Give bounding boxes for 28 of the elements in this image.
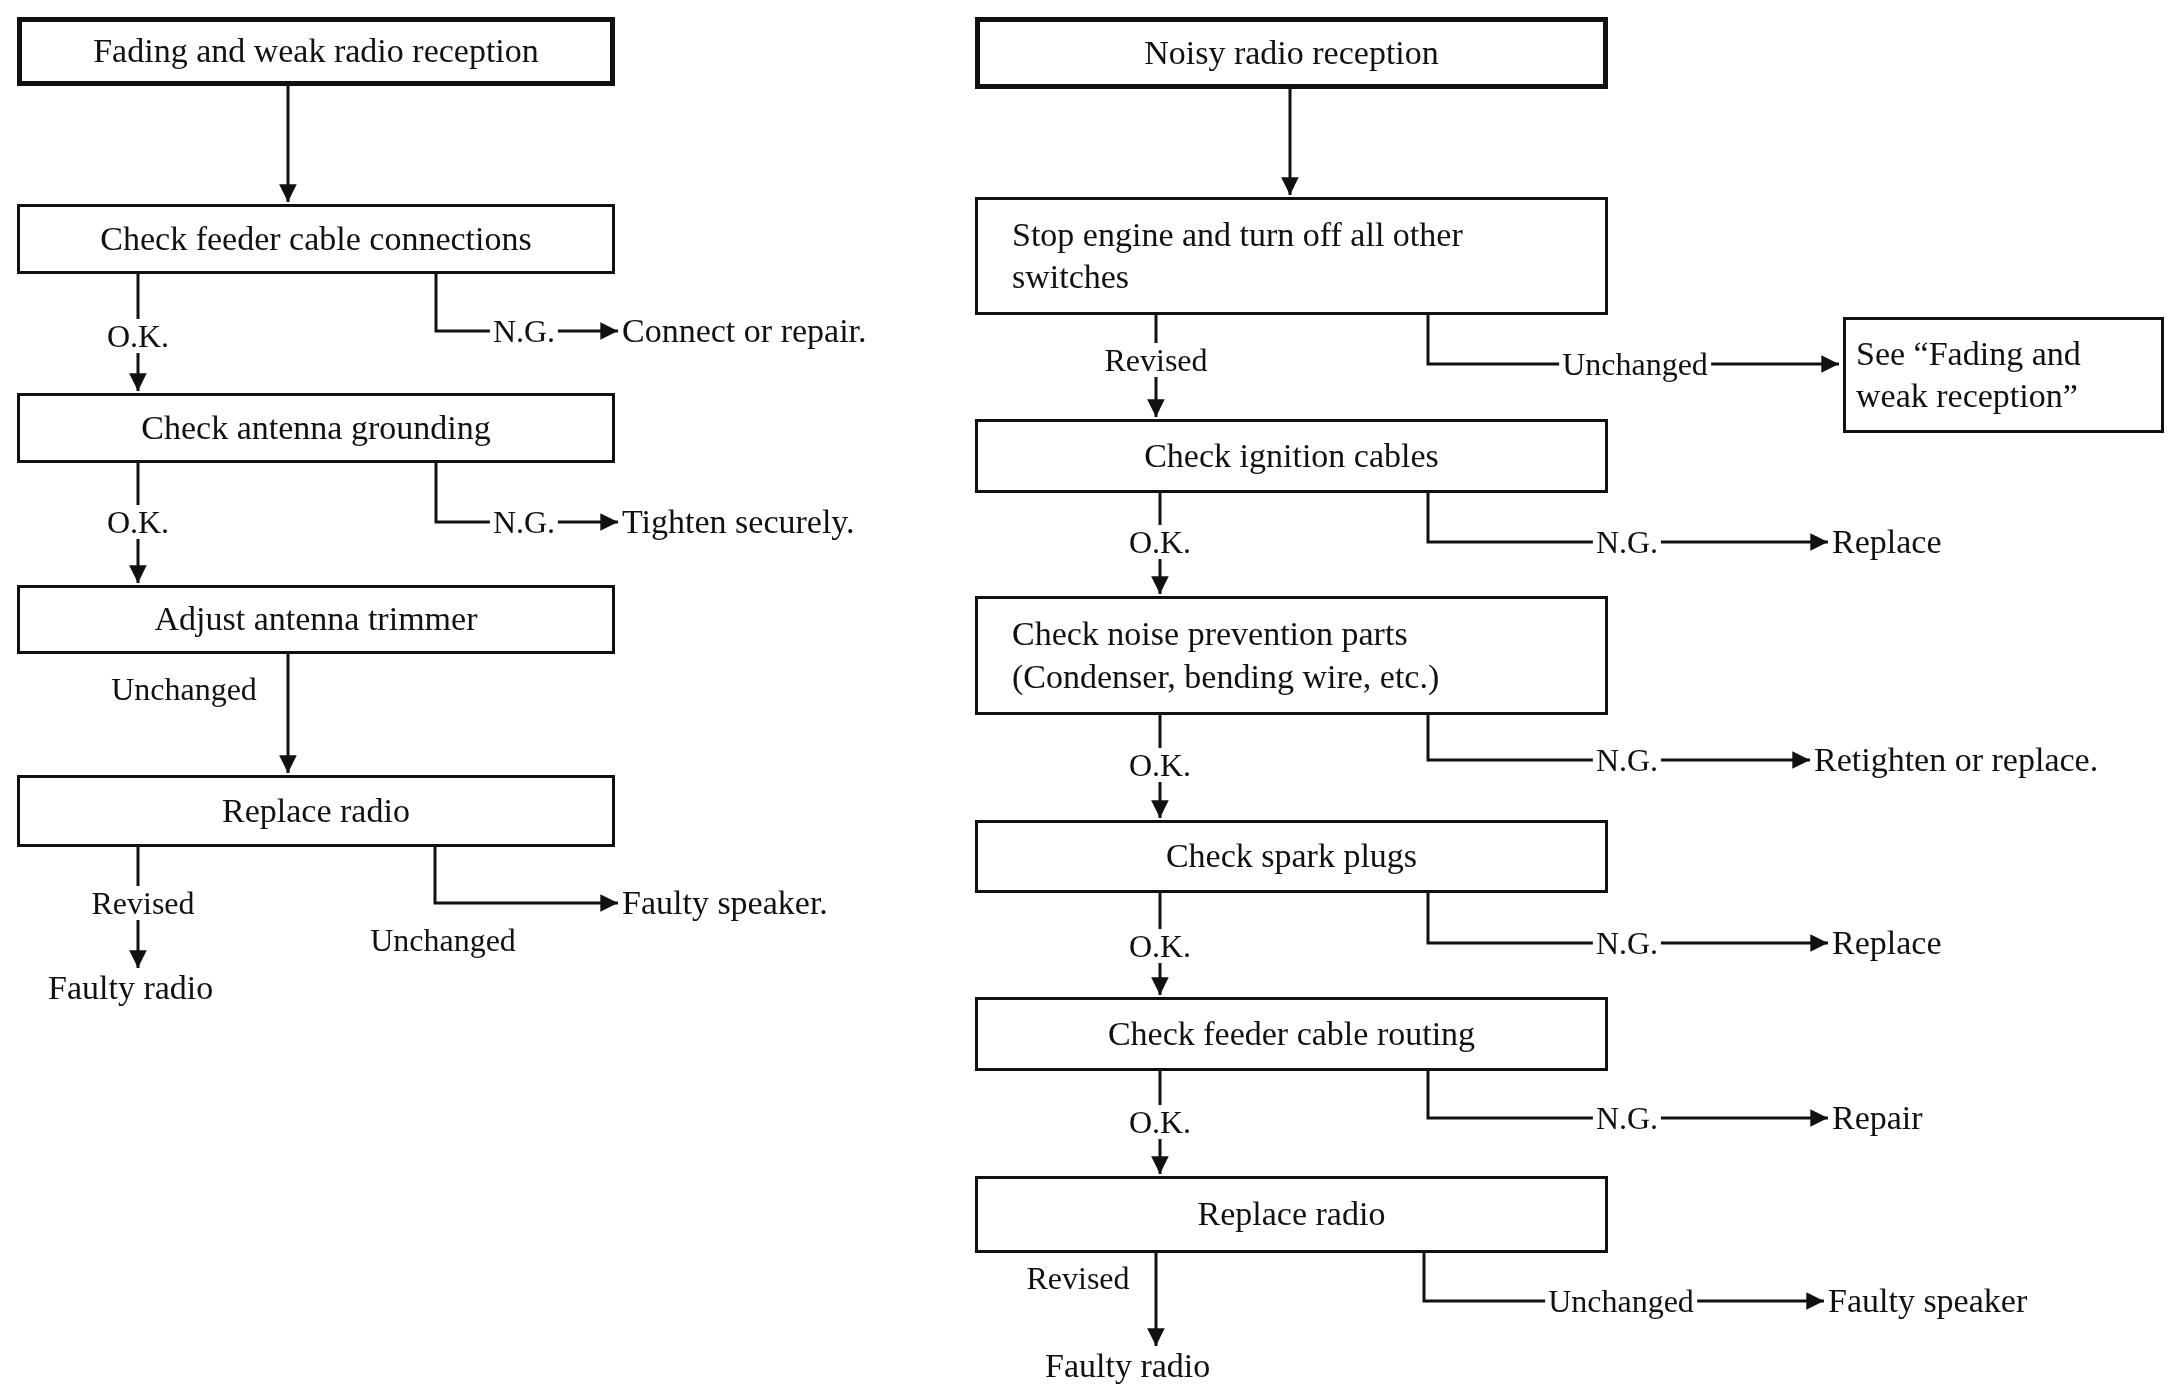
result-text: Repair [1832, 1100, 1923, 1136]
result-text: Faulty speaker [1828, 1283, 2028, 1319]
result-text: Connect or repair. [622, 313, 867, 349]
arrow [1281, 89, 1299, 195]
process-box: Stop engine and turn off all other switches [975, 197, 1608, 315]
result-text: Tighten securely. [622, 504, 855, 540]
result-text: Retighten or replace. [1814, 742, 2099, 778]
result-text: Faulty radio [48, 970, 214, 1006]
process-box: Check ignition cables [975, 419, 1608, 493]
process-box: Check spark plugs [975, 820, 1608, 893]
arrow [1147, 1253, 1165, 1346]
arrow [433, 847, 618, 912]
process-box: Replace radio [17, 775, 615, 847]
process-box: Adjust antenna trimmer [17, 585, 615, 654]
arrow [279, 86, 297, 202]
process-box: Check noise prevention parts (Condenser, bending wire, etc.) [975, 596, 1608, 715]
result-text: Replace [1832, 524, 1942, 560]
process-box: See “Fading and weak reception” [1843, 317, 2164, 433]
result-text: Faulty speaker. [622, 885, 828, 921]
process-box: Noisy radio reception [975, 17, 1608, 89]
result-text: Faulty radio [1045, 1348, 1211, 1384]
process-box: Check antenna grounding [17, 393, 615, 463]
arrow [279, 654, 297, 773]
process-box: Check feeder cable connections [17, 204, 615, 274]
process-box: Fading and weak radio reception [17, 17, 615, 86]
process-box: Check feeder cable routing [975, 997, 1608, 1071]
process-box: Replace radio [975, 1176, 1608, 1253]
result-text: Replace [1832, 925, 1942, 961]
